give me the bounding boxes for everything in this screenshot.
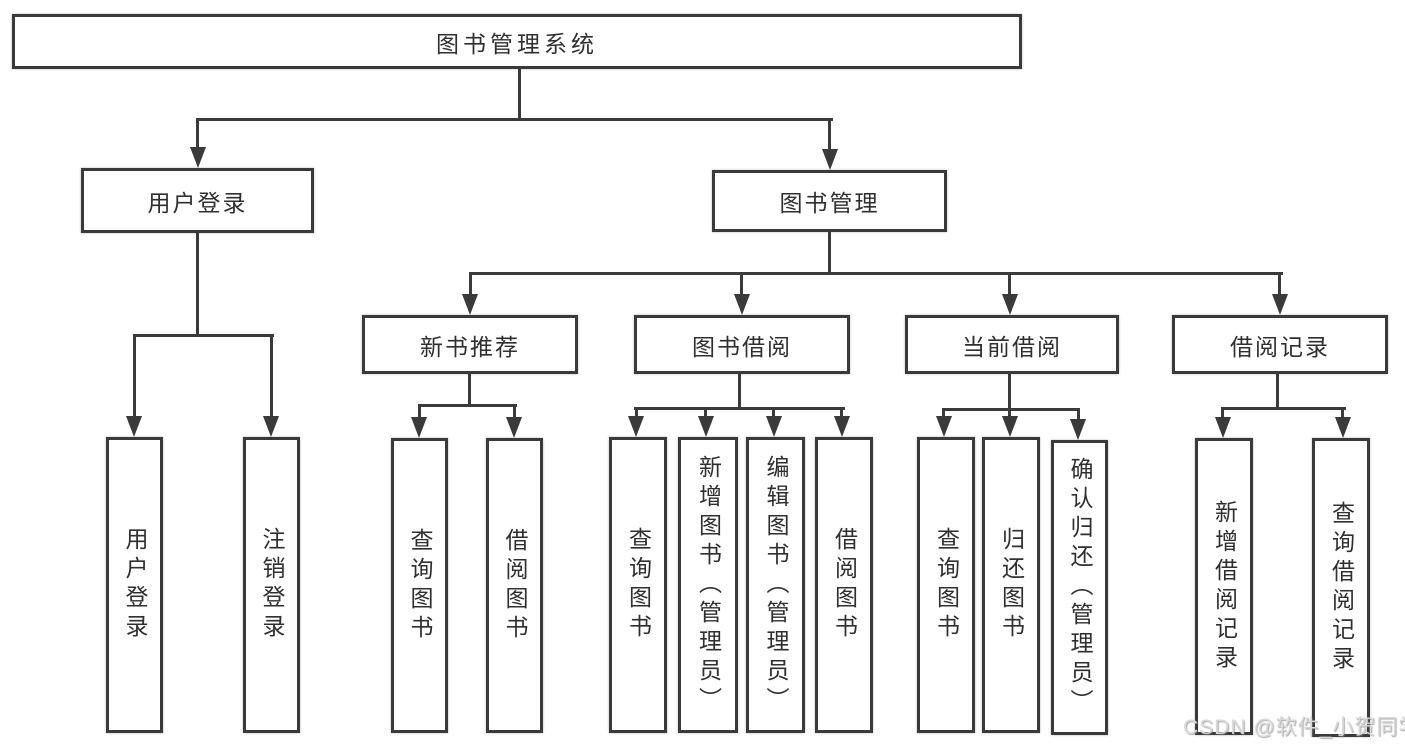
leaf-query-books-recommend: 查询图书 — [391, 438, 448, 733]
connector-bookmgmt-drop-1 — [469, 272, 472, 295]
arrowhead-icon — [822, 149, 838, 170]
arrowhead-icon — [766, 416, 782, 437]
connector-bookmgmt-drop-3 — [1008, 272, 1011, 295]
node-user-login: 用户登录 — [81, 168, 314, 233]
leaf-edit-books-admin: 编辑图书（管理员） — [746, 437, 805, 733]
connector-borrow-drop-4 — [840, 407, 843, 417]
connector-userlogin-drop-2 — [270, 334, 273, 417]
connector-userlogin-drop-1 — [133, 334, 136, 417]
arrowhead-icon — [1002, 416, 1018, 437]
leaf-query-borrow-record: 查询借阅记录 — [1312, 438, 1370, 737]
connector-userlogin-hline — [133, 334, 274, 337]
leaf-logout: 注销登录 — [243, 437, 300, 733]
leaf-borrow-books: 借阅图书 — [815, 437, 873, 733]
arrowhead-icon — [734, 294, 750, 315]
arrowhead-icon — [936, 416, 952, 437]
connector-newbook-hline — [418, 404, 517, 407]
leaf-confirm-return-admin: 确认归还（管理员） — [1051, 440, 1108, 735]
connector-borrow-drop-3 — [772, 407, 775, 417]
arrowhead-icon — [263, 416, 279, 437]
node-new-book-recommend: 新书推荐 — [362, 315, 578, 374]
arrowhead-icon — [1070, 419, 1086, 440]
arrowhead-icon — [190, 147, 206, 168]
connector-borrow-drop-2 — [704, 407, 707, 417]
connector-current-hline — [942, 408, 1080, 411]
connector-newbook-drop-1 — [418, 404, 421, 418]
node-borrow-records: 借阅记录 — [1172, 315, 1388, 374]
connector-records-drop-2 — [1341, 407, 1344, 418]
leaf-user-login: 用户登录 — [106, 437, 163, 733]
leaf-return-books: 归还图书 — [982, 437, 1040, 733]
leaf-borrow-books-recommend: 借阅图书 — [486, 438, 543, 733]
connector-borrow-hline — [634, 407, 845, 410]
connector-root-drop-right — [828, 118, 831, 150]
connector-root-stem — [518, 69, 521, 119]
connector-root-hline — [197, 118, 833, 121]
connector-borrow-stem — [738, 374, 741, 410]
connector-bookmgmt-drop-4 — [1278, 272, 1281, 295]
connector-records-stem — [1276, 374, 1279, 410]
node-root: 图书管理系统 — [12, 14, 1022, 69]
connector-newbook-drop-2 — [513, 404, 516, 418]
connector-records-hline — [1221, 407, 1346, 410]
node-book-borrow: 图书借阅 — [634, 315, 850, 374]
arrowhead-icon — [834, 416, 850, 437]
connector-bookmgmt-drop-2 — [740, 272, 743, 295]
arrowhead-icon — [411, 417, 427, 438]
leaf-query-books-borrow: 查询图书 — [609, 437, 667, 733]
arrowhead-icon — [1272, 294, 1288, 315]
connector-root-drop-left — [196, 118, 199, 148]
connector-current-drop-2 — [1008, 408, 1011, 417]
arrowhead-icon — [126, 416, 142, 437]
arrowhead-icon — [1335, 417, 1351, 438]
arrowhead-icon — [628, 416, 644, 437]
node-book-management: 图书管理 — [712, 170, 947, 232]
connector-borrow-drop-1 — [635, 407, 638, 417]
connector-bookmgmt-stem — [828, 232, 831, 275]
leaf-add-borrow-record: 新增借阅记录 — [1195, 438, 1253, 735]
connector-newbook-stem — [468, 374, 471, 407]
leaf-add-books-admin: 新增图书（管理员） — [678, 437, 738, 733]
arrowhead-icon — [1215, 417, 1231, 438]
connector-userlogin-stem — [196, 233, 199, 336]
node-current-borrow: 当前借阅 — [905, 315, 1119, 374]
arrowhead-icon — [462, 294, 478, 315]
arrowhead-icon — [506, 417, 522, 438]
arrowhead-icon — [1002, 294, 1018, 315]
connector-current-drop-1 — [942, 408, 945, 417]
connector-records-drop-1 — [1221, 407, 1224, 418]
connector-current-stem — [1008, 374, 1011, 411]
connector-bookmgmt-hline — [469, 272, 1283, 275]
leaf-query-books-current: 查询图书 — [917, 437, 975, 733]
csdn-watermark: CSDN @软件_小贺同学 — [1183, 716, 1405, 739]
connector-current-drop-3 — [1077, 408, 1080, 420]
arrowhead-icon — [698, 416, 714, 437]
